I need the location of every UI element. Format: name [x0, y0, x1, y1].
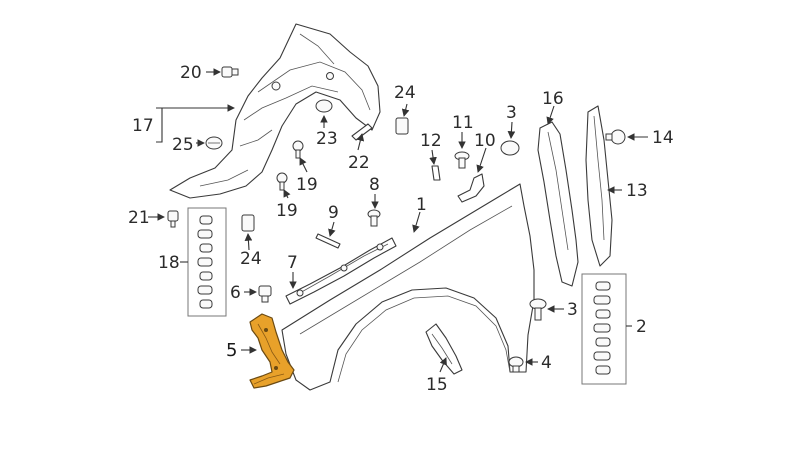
- callout-12: 12: [420, 131, 442, 151]
- bolt-9-icon: [315, 233, 341, 249]
- callout-8: 8: [369, 175, 380, 195]
- callout-18: 18: [158, 253, 180, 273]
- callout-21: 21: [128, 208, 150, 228]
- callout-7: 7: [287, 253, 298, 273]
- screw-12-icon: [431, 165, 441, 181]
- callout-5: 5: [226, 340, 237, 361]
- callout-24-lower: 24: [240, 249, 262, 269]
- callout-19-lower: 19: [276, 201, 298, 221]
- callout-3-top: 3: [506, 103, 517, 123]
- callout-19-upper: 19: [296, 175, 318, 195]
- callout-2: 2: [636, 317, 647, 337]
- callout-20: 20: [180, 63, 202, 83]
- fender-flare: [425, 323, 463, 375]
- fender-seal-strip: [537, 121, 579, 287]
- fender-mounting-rail: [285, 237, 397, 305]
- callout-17: 17: [132, 116, 154, 136]
- bolt-6-icon: [258, 285, 272, 303]
- callout-1: 1: [416, 195, 427, 215]
- fastener-kit-2: [581, 273, 627, 385]
- leader-lines: [148, 68, 648, 373]
- fender-panel: [281, 183, 535, 391]
- front-fender-bracket-highlighted: [249, 313, 295, 389]
- callout-6: 6: [230, 283, 241, 303]
- clip-11-icon: [454, 151, 470, 169]
- screw-8-icon: [367, 209, 381, 227]
- bolt-20-icon: [221, 66, 239, 78]
- screw-3-lower-icon: [529, 298, 547, 321]
- fender-liner: [169, 23, 381, 199]
- fender-bracket: [457, 173, 485, 203]
- clip-25-icon: [205, 136, 223, 150]
- clip-24-lower-icon: [241, 214, 255, 232]
- clip-19b-icon: [276, 172, 288, 191]
- callout-3-lower: 3: [567, 300, 578, 320]
- nut-4-icon: [508, 356, 524, 373]
- callout-14: 14: [652, 128, 674, 148]
- callout-9: 9: [328, 203, 339, 223]
- side-panel: [585, 105, 613, 267]
- grommet-3-top-icon: [500, 140, 520, 156]
- callout-11: 11: [452, 113, 474, 133]
- clip-19a-icon: [292, 140, 304, 159]
- callout-labels: 20 17 25 24 23 22 19 19 11 12 10 3 16 14…: [128, 63, 674, 395]
- callout-13: 13: [626, 181, 648, 201]
- callout-4: 4: [541, 353, 552, 373]
- clip-24-top-icon: [395, 117, 409, 135]
- retainer-22-icon: [351, 123, 373, 141]
- callout-15: 15: [426, 375, 448, 395]
- callout-24-top: 24: [394, 83, 416, 103]
- plug-23-icon: [315, 99, 333, 113]
- callout-22: 22: [348, 153, 370, 173]
- callout-16: 16: [542, 89, 564, 109]
- callout-10: 10: [474, 131, 496, 151]
- bolt-21-icon: [167, 210, 179, 228]
- clip-14-icon: [605, 129, 626, 145]
- callout-23: 23: [316, 129, 338, 149]
- fastener-kit-18: [187, 207, 227, 317]
- callout-25: 25: [172, 135, 194, 155]
